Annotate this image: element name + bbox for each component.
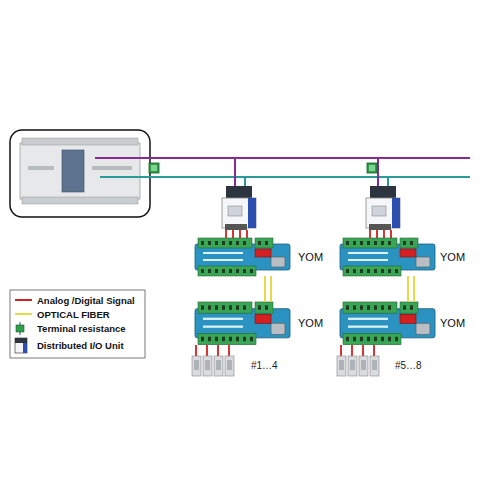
plc-frame xyxy=(10,130,150,217)
legend-sample xyxy=(15,299,32,301)
legend-text: Distributed I/O Unit xyxy=(37,340,124,351)
optical-fiber xyxy=(407,276,409,302)
legend-sample xyxy=(15,338,27,353)
io-unit xyxy=(366,186,400,230)
io-unit xyxy=(222,186,256,230)
yom-board xyxy=(195,302,290,345)
legend-frame xyxy=(10,290,145,358)
yom-module: YOM xyxy=(340,238,470,276)
device-range-label: #5…8 xyxy=(395,360,422,372)
bus-drop xyxy=(244,177,246,187)
terminal-resistance xyxy=(367,163,377,173)
device-range-label: #1…4 xyxy=(251,360,278,372)
legend-sample xyxy=(16,322,24,335)
optical-fiber xyxy=(264,276,266,302)
optical-fiber xyxy=(413,276,415,302)
module-label: YOM xyxy=(298,317,323,330)
yom-board xyxy=(340,302,435,345)
bus-line xyxy=(95,157,470,159)
module-label: YOM xyxy=(440,251,465,264)
yom-board xyxy=(340,238,435,276)
terminal-resistance xyxy=(149,163,159,173)
optical-fiber xyxy=(270,276,272,302)
yom-module: YOM xyxy=(340,302,470,345)
plc-unit xyxy=(20,138,140,204)
bus-drop xyxy=(387,177,389,187)
legend-text: OPTICAL FIBER xyxy=(37,309,110,320)
module-label: YOM xyxy=(298,251,323,264)
yom-module: YOM xyxy=(195,238,325,276)
field-devices xyxy=(192,356,379,376)
signal-lines xyxy=(196,345,374,356)
bus-line xyxy=(100,176,470,178)
yom-board xyxy=(195,238,290,276)
legend-text: Analog /Digital Signal xyxy=(37,295,135,306)
legend-sample xyxy=(15,313,32,315)
module-label: YOM xyxy=(440,317,465,330)
yom-module: YOM xyxy=(195,302,325,345)
bus-drop xyxy=(234,158,236,187)
legend-text: Terminal resistance xyxy=(37,323,126,334)
signal-lines xyxy=(226,230,391,238)
